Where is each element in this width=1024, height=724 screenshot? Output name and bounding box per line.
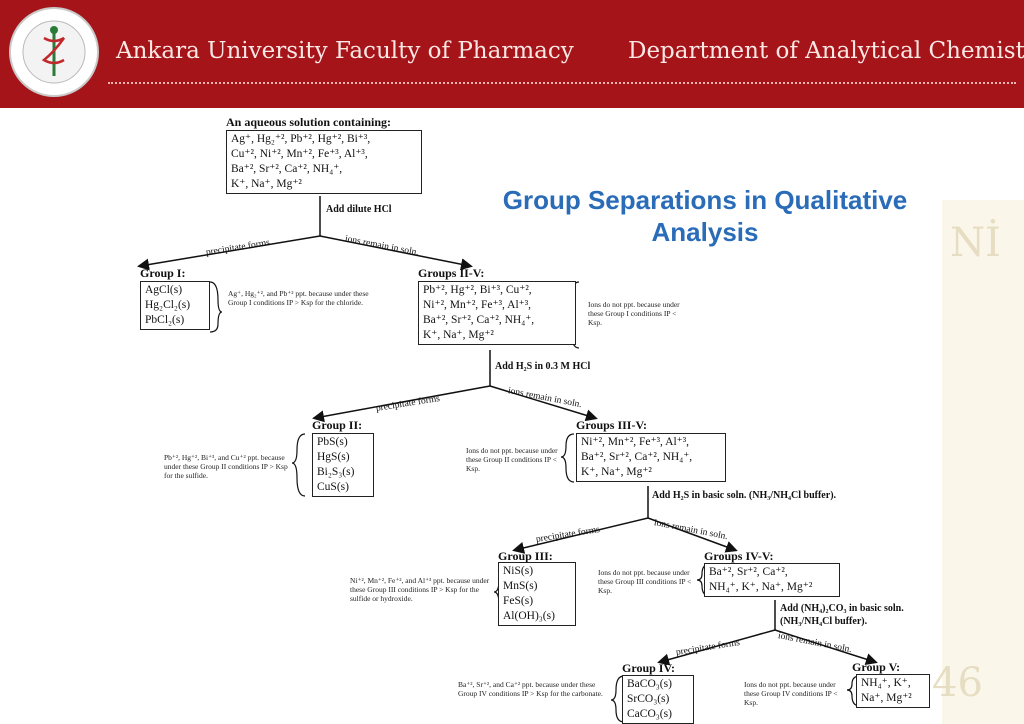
group4-box: BaCO₃(s) SrCO₃(s) CaCO₃(s) [622, 675, 694, 724]
groups4v-item: NH₄⁺, K⁺, Na⁺, Mg⁺² [709, 581, 813, 593]
connector-group5 [774, 629, 878, 665]
top-ions-line: Ba⁺², Sr⁺², Ca⁺², NH₄⁺, [231, 163, 343, 175]
group1-box: AgCl(s) Hg₂Cl₂(s) PbCl₂(s) [140, 281, 210, 330]
groups4v-note: Ions do not ppt. because under these Gro… [598, 568, 692, 595]
group3-note: Ni⁺², Mn⁺², Fe⁺², and Al⁺³ ppt. because … [350, 576, 490, 603]
group2-item: Bi₂S₃(s) [317, 466, 355, 478]
group4-item: CaCO₃(s) [627, 708, 672, 720]
group2-item: CuS(s) [317, 481, 349, 493]
department-title: Department of Analytical Chemistry [628, 38, 1024, 64]
group1-item: AgCl(s) [145, 284, 183, 296]
group4-note: Ba⁺², Sr⁺², and Ca⁺² ppt. because under … [458, 680, 603, 698]
connector-group3 [512, 517, 649, 554]
groups3v-item: Ba⁺², Sr⁺², Ca⁺², NH₄⁺, [581, 451, 693, 463]
slide-title: Group Separations in Qualitative Analysi… [470, 184, 940, 248]
group5-box: NH₄⁺, K⁺, Na⁺, Mg⁺² [856, 674, 930, 708]
group3-item: Al(OH)₃(s) [503, 610, 555, 622]
groups3v-label: Groups III-V: [576, 418, 648, 432]
watermark-crest: Nİ 46 [932, 200, 1024, 724]
connector-groups2v [319, 235, 473, 271]
step-add-h2s-acid: Add H₂S in 0.3 M HCl [495, 361, 591, 372]
step-add-h2s-basic: Add H₂S in basic soln. (NH₃/NH₄Cl buffer… [652, 490, 837, 501]
groups2v-box: Pb⁺², Hg⁺², Bi⁺³, Cu⁺², Ni⁺², Mn⁺², Fe⁺³… [418, 281, 576, 345]
step-add-carbonate-line2: (NH₃/NH₄Cl buffer). [780, 616, 868, 627]
group1-label: Group I: [140, 266, 186, 280]
slide-title-line2: Analysis [651, 217, 759, 247]
bracket-group2 [291, 433, 306, 497]
group5-note: Ions do not ppt. because under these Gro… [744, 680, 838, 707]
group3-item: NiS(s) [503, 565, 534, 577]
watermark-text-top: Nİ [950, 220, 1001, 266]
step-add-hcl: Add dilute HCl [326, 204, 392, 215]
groups3v-item: Ni⁺², Mn⁺², Fe⁺³, Al⁺³, [581, 436, 690, 448]
connector-group2 [312, 385, 491, 423]
group4-item: SrCO₃(s) [627, 693, 670, 705]
group1-note: Ag⁺, Hg₂⁺², and Pb⁺² ppt. because under … [228, 289, 369, 307]
group4-item: BaCO₃(s) [627, 678, 672, 690]
group3-item: MnS(s) [503, 580, 538, 592]
bracket-group4 [610, 675, 625, 723]
group3-label: Group III: [498, 549, 553, 563]
top-ions-line: Cu⁺², Ni⁺², Mn⁺², Fe⁺³, Al⁺³, [231, 148, 368, 160]
groups2v-item: Ni⁺², Mn⁺², Fe⁺³, Al⁺³, [423, 299, 532, 311]
group2-note: Pb⁺², Hg⁺², Bi⁺³, and Cu⁺² ppt. because … [164, 453, 288, 480]
top-solution-label: An aqueous solution containing: [226, 115, 392, 129]
watermark-text-bottom: 46 [932, 660, 983, 706]
groups3v-box: Ni⁺², Mn⁺², Fe⁺³, Al⁺³, Ba⁺², Sr⁺², Ca⁺²… [576, 433, 726, 482]
groups4v-item: Ba⁺², Sr⁺², Ca⁺², [709, 566, 788, 578]
group5-item: Na⁺, Mg⁺² [861, 692, 912, 704]
top-solution-box: Ag⁺, Hg₂⁺², Pb⁺², Hg⁺², Bi⁺³, Cu⁺², Ni⁺²… [226, 130, 422, 194]
groups2v-item: Ba⁺², Sr⁺², Ca⁺², NH₄⁺, [423, 314, 535, 326]
group3-item: FeS(s) [503, 595, 534, 607]
bracket-group5 [846, 675, 861, 707]
group4-label: Group IV: [622, 661, 676, 675]
groups4v-box: Ba⁺², Sr⁺², Ca⁺², NH₄⁺, K⁺, Na⁺, Mg⁺² [704, 563, 840, 597]
connector-groups3v [489, 385, 598, 422]
header-divider [108, 82, 1016, 84]
group5-item: NH₄⁺, K⁺, [861, 677, 911, 689]
groups3v-note: Ions do not ppt. because under these Gro… [466, 446, 558, 473]
groups2v-item: Pb⁺², Hg⁺², Bi⁺³, Cu⁺², [423, 284, 532, 296]
connector-group1 [137, 235, 321, 271]
step-add-carbonate: Add (NH₄)₂CO₃ in basic soln. (NH₃/NH₄Cl … [780, 602, 904, 628]
groups2v-note: Ions do not ppt. because under these Gro… [588, 300, 680, 327]
groups2v-item: K⁺, Na⁺, Mg⁺² [423, 329, 494, 341]
groups3v-item: K⁺, Na⁺, Mg⁺² [581, 466, 652, 478]
top-ions-line: Ag⁺, Hg₂⁺², Pb⁺², Hg⁺², Bi⁺³, [231, 133, 371, 145]
step-add-carbonate-line1: Add (NH₄)₂CO₃ in basic soln. [780, 603, 904, 614]
university-title: Ankara University Faculty of Pharmacy [116, 38, 574, 64]
group1-item: Hg₂Cl₂(s) [145, 299, 191, 311]
faculty-logo [9, 7, 99, 97]
connector-group4 [657, 629, 776, 666]
group5-label: Group V: [852, 660, 901, 674]
group2-item: HgS(s) [317, 451, 350, 463]
top-ions-line: K⁺, Na⁺, Mg⁺² [231, 178, 302, 190]
groups4v-label: Groups IV-V: [704, 549, 774, 563]
connector-groups4v [647, 517, 738, 553]
bracket-groups4v [696, 563, 711, 597]
group2-box: PbS(s) HgS(s) Bi₂S₃(s) CuS(s) [312, 433, 374, 497]
groups2v-label: Groups II-V: [418, 266, 485, 280]
bracket-group1 [209, 281, 223, 333]
group2-label: Group II: [312, 418, 363, 432]
group1-item: PbCl₂(s) [145, 314, 185, 326]
bracket-groups3v [560, 433, 575, 483]
group2-item: PbS(s) [317, 436, 348, 448]
slide-title-line1: Group Separations in Qualitative [502, 185, 908, 215]
group3-box: NiS(s) MnS(s) FeS(s) Al(OH)₃(s) [498, 562, 576, 626]
header-bar: Ankara University Faculty of Pharmacy De… [0, 0, 1024, 108]
